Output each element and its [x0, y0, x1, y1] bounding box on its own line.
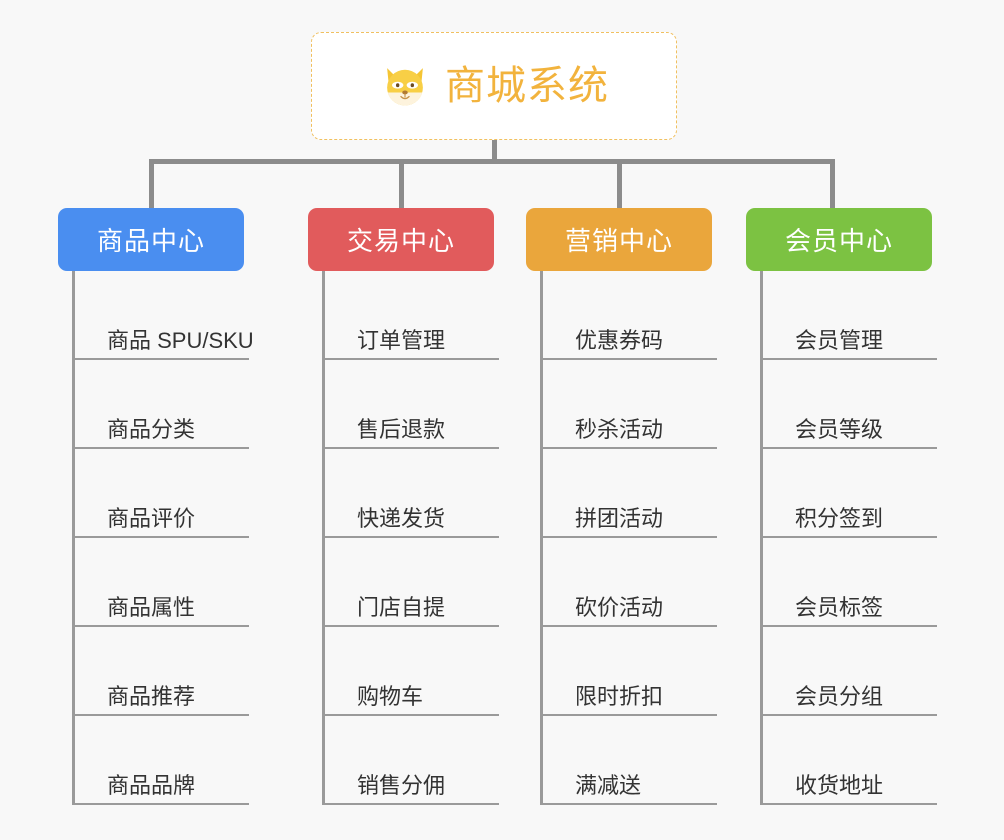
list-item[interactable]: 限时折扣 — [543, 627, 717, 716]
list-item[interactable]: 商品分类 — [75, 360, 249, 449]
column-branch-0: 商品 SPU/SKU 商品分类 商品评价 商品属性 商品推荐 商品品牌 — [72, 271, 254, 805]
leaf-label: 积分签到 — [795, 505, 884, 531]
column-header-0[interactable]: 商品中心 — [58, 208, 244, 271]
leaf-label: 会员标签 — [795, 594, 884, 620]
leaf-label: 会员分组 — [795, 683, 884, 709]
list-item[interactable]: 会员管理 — [763, 271, 937, 360]
leaf-label: 商品评价 — [107, 505, 196, 531]
list-item[interactable]: 门店自提 — [325, 538, 499, 627]
leaf-label: 限时折扣 — [575, 683, 664, 709]
leaf-label: 优惠券码 — [575, 327, 664, 353]
column-header-3[interactable]: 会员中心 — [746, 208, 932, 271]
list-item[interactable]: 会员标签 — [763, 538, 937, 627]
list-item[interactable]: 秒杀活动 — [543, 360, 717, 449]
leaf-label: 商品分类 — [107, 416, 196, 442]
list-item[interactable]: 满减送 — [543, 716, 717, 805]
column-header-2[interactable]: 营销中心 — [526, 208, 712, 271]
connector-horizontal-bus — [149, 159, 835, 164]
column-member-center: 会员中心 会员管理 会员等级 积分签到 会员标签 会员分组 收货地址 — [746, 208, 937, 805]
column-branch-2: 优惠券码 秒杀活动 拼团活动 砍价活动 限时折扣 满减送 — [540, 271, 717, 805]
list-item[interactable]: 收货地址 — [763, 716, 937, 805]
leaf-label: 秒杀活动 — [575, 416, 664, 442]
column-header-label-3: 会员中心 — [784, 226, 893, 256]
column-marketing-center: 营销中心 优惠券码 秒杀活动 拼团活动 砍价活动 限时折扣 满减送 — [526, 208, 717, 805]
leaf-label: 收货地址 — [795, 772, 884, 798]
list-item[interactable]: 销售分佣 — [325, 716, 499, 805]
leaf-label: 会员等级 — [795, 416, 884, 442]
list-item[interactable]: 砍价活动 — [543, 538, 717, 627]
list-item[interactable]: 购物车 — [325, 627, 499, 716]
list-item[interactable]: 快递发货 — [325, 449, 499, 538]
root-node[interactable]: 商城系统 — [311, 32, 677, 140]
list-item[interactable]: 商品属性 — [75, 538, 249, 627]
list-item[interactable]: 商品品牌 — [75, 716, 249, 805]
list-item[interactable]: 商品推荐 — [75, 627, 249, 716]
column-header-label-1: 交易中心 — [346, 226, 455, 256]
shiba-dog-face-icon — [387, 68, 423, 106]
leaf-label: 拼团活动 — [575, 505, 664, 531]
leaf-label: 会员管理 — [795, 327, 884, 353]
list-item[interactable]: 商品评价 — [75, 449, 249, 538]
leaf-label: 门店自提 — [357, 594, 446, 620]
column-product-center: 商品中心 商品 SPU/SKU 商品分类 商品评价 商品属性 商品推荐 商品品牌 — [58, 208, 254, 805]
list-item[interactable]: 会员分组 — [763, 627, 937, 716]
leaf-label: 售后退款 — [357, 416, 446, 442]
connector-drop-1 — [399, 159, 404, 209]
list-item[interactable]: 商品 SPU/SKU — [75, 271, 254, 360]
connector-drop-0 — [149, 159, 154, 209]
column-header-label-0: 商品中心 — [96, 226, 205, 256]
column-header-label-2: 营销中心 — [564, 226, 673, 256]
list-item[interactable]: 优惠券码 — [543, 271, 717, 360]
list-item[interactable]: 会员等级 — [763, 360, 937, 449]
root-title: 商城系统 — [445, 64, 609, 108]
leaf-label: 商品属性 — [107, 594, 196, 620]
list-item[interactable]: 拼团活动 — [543, 449, 717, 538]
column-branch-3: 会员管理 会员等级 积分签到 会员标签 会员分组 收货地址 — [760, 271, 937, 805]
leaf-label: 商品推荐 — [107, 683, 196, 709]
list-item[interactable]: 积分签到 — [763, 449, 937, 538]
leaf-label: 砍价活动 — [575, 594, 664, 620]
leaf-label: 快递发货 — [357, 505, 446, 531]
leaf-label: 销售分佣 — [357, 772, 446, 798]
list-item[interactable]: 订单管理 — [325, 271, 499, 360]
column-header-1[interactable]: 交易中心 — [308, 208, 494, 271]
list-item[interactable]: 售后退款 — [325, 360, 499, 449]
column-trade-center: 交易中心 订单管理 售后退款 快递发货 门店自提 购物车 销售分佣 — [308, 208, 499, 805]
column-branch-1: 订单管理 售后退款 快递发货 门店自提 购物车 销售分佣 — [322, 271, 499, 805]
leaf-label: 订单管理 — [357, 327, 446, 353]
connector-drop-2 — [617, 159, 622, 209]
leaf-label: 购物车 — [357, 683, 424, 709]
connector-stem — [492, 140, 497, 162]
leaf-label: 商品 SPU/SKU — [107, 327, 254, 353]
connector-drop-3 — [830, 159, 835, 209]
leaf-label: 商品品牌 — [107, 772, 196, 798]
leaf-label: 满减送 — [575, 772, 642, 798]
